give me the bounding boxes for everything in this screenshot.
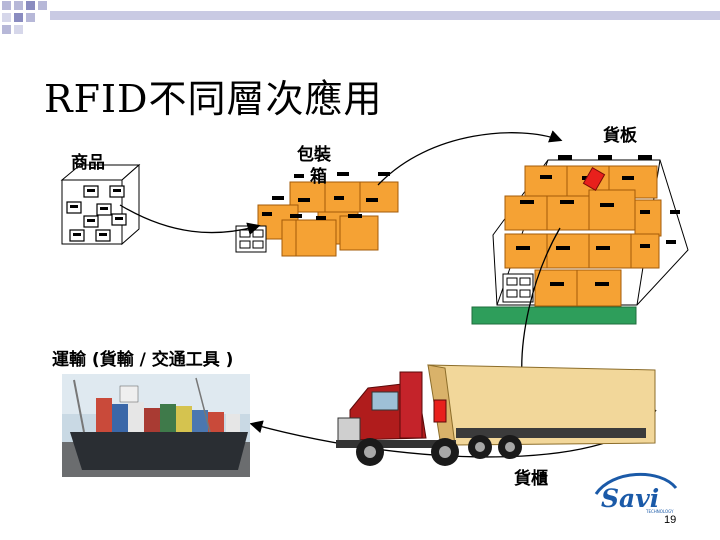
goods-cube (60, 163, 141, 246)
container-ship-image (62, 374, 250, 477)
page-number: 19 (664, 514, 677, 526)
arrow-goods-to-case (119, 204, 261, 236)
svg-text:Savi: Savi (601, 484, 659, 513)
pallet-item-grid (502, 273, 534, 303)
slide-title: RFID不同層次應用 (44, 77, 383, 121)
pallet-base (471, 306, 637, 325)
pallet-rfid-tag (582, 167, 606, 191)
header-bar (50, 11, 720, 20)
corner-decoration (2, 1, 720, 34)
pallet-label: 貨板 (603, 126, 637, 146)
transport-label: 運輸 (貨輸 / 交通工具 ) (52, 350, 234, 370)
goods-label: 商品 (71, 153, 105, 173)
arrow-case-to-pallet (377, 130, 563, 186)
arrow-pallet-to-truck (514, 227, 561, 381)
savi-logo: Savi TECHNOLOGY (594, 472, 678, 514)
case-boxes (235, 172, 399, 257)
container-label: 貨櫃 (514, 469, 548, 489)
case-label-line2: 箱 (310, 167, 327, 187)
decorative-squares (2, 1, 47, 34)
pallet-stack (471, 155, 689, 325)
svg-text:TECHNOLOGY: TECHNOLOGY (645, 509, 674, 514)
case-label-line1: 包裝 (297, 145, 331, 165)
truck-image (336, 364, 656, 466)
